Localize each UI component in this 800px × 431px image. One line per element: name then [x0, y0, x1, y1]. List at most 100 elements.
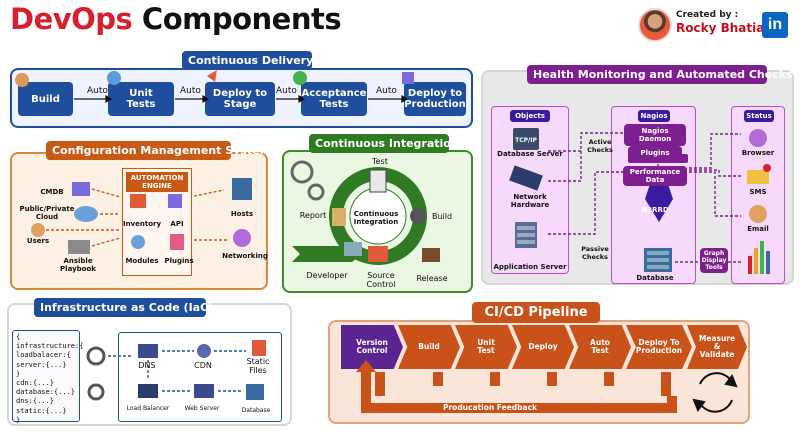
cdn-label: CDN	[194, 361, 212, 370]
networking-label: Networking	[222, 252, 268, 260]
inventory-label: Inventory	[122, 220, 162, 228]
cicd-stage-label: Version Control	[356, 337, 388, 355]
static-files-label: Static Files	[246, 357, 270, 375]
plugins-label: Plugins	[164, 257, 194, 265]
modules-label: Modules	[125, 257, 159, 265]
cd-auto-label-2: Auto	[180, 86, 201, 96]
cdn-icon	[197, 344, 211, 358]
config-graphics	[31, 178, 252, 254]
web-server-icon	[194, 384, 214, 398]
avatar	[638, 8, 672, 42]
cloud-label: Public/Private Cloud	[19, 205, 75, 221]
plugins-icon	[170, 234, 184, 250]
iac-database-label: Database	[241, 407, 271, 414]
cmdb-label: CMDB	[40, 188, 64, 196]
cicd-feedback-graphics	[356, 360, 738, 413]
load-balancer-label: Load Balancer	[126, 405, 170, 412]
gear-icon-2	[87, 383, 105, 401]
cicd-stage-label: Measure & Validate	[698, 333, 736, 360]
cicd-stage-label: Unit Test	[477, 337, 495, 355]
api-icon	[168, 194, 182, 208]
cicd-stage-deploy-production: Deploy To Production	[626, 325, 692, 369]
browser-label: Browser	[741, 149, 775, 157]
load-balancer-icon	[138, 384, 158, 398]
iac-graphics	[86, 340, 266, 401]
cd-step-label: Build	[31, 93, 60, 105]
feedback-loop-path	[361, 370, 677, 413]
sms-label: SMS	[749, 188, 767, 196]
hosts-icon	[232, 178, 252, 200]
database-server-label: Database Server	[497, 150, 563, 158]
static-files-icon	[252, 340, 266, 356]
cicd-stage-build: Build	[398, 325, 460, 369]
ci-release-label: Release	[416, 274, 448, 283]
status-header: Status	[744, 110, 774, 122]
cloud-icon	[74, 206, 98, 222]
deploy-icon	[402, 72, 414, 84]
ci-title: Continuous Integration	[309, 134, 459, 153]
cicd-title: CI/CD Pipeline	[472, 302, 600, 323]
cd-step-acceptance-tests: Acceptance Tests	[301, 82, 367, 116]
performance-data-box: Performance Data	[623, 166, 687, 186]
feedback-label: Producation Feedback	[442, 403, 538, 412]
config-management-title: Configuration Management System	[46, 141, 271, 160]
cd-step-label: Deploy to Production	[404, 88, 466, 110]
cicd-stage-measure-validate: Measure & Validate	[687, 325, 747, 369]
cd-step-unit-tests: Unit Tests	[108, 82, 174, 116]
title-components: Components	[132, 2, 342, 36]
nagios-daemon-box: Nagios Daemon	[624, 124, 686, 146]
chart-bar-icon	[748, 256, 752, 274]
health-monitoring-title: Health Monitoring and Automated Checks	[527, 65, 793, 84]
ci-report-label: Report	[299, 211, 327, 220]
cd-arrows	[15, 70, 414, 104]
feedback-arrow-head	[356, 360, 376, 372]
network-hardware-label: Network Hardware	[510, 193, 550, 209]
ci-graphics	[290, 160, 440, 265]
created-by-label: Created by :	[676, 10, 739, 20]
ci-developer-label: Developer	[306, 271, 348, 280]
page-title: DevOps Components	[10, 2, 342, 36]
n2rrd-icon	[645, 181, 673, 222]
cicd-stage-label: Deploy To Production	[635, 337, 683, 355]
networking-icon	[233, 229, 251, 247]
email-icon	[749, 205, 767, 223]
report-icon	[332, 208, 346, 226]
cicd-stage-label: Deploy	[528, 341, 558, 351]
browser-icon	[749, 129, 767, 147]
rocket-icon	[207, 70, 217, 82]
cd-auto-label-4: Auto	[376, 86, 397, 96]
ci-source-control-label: Source Control	[366, 271, 396, 289]
cd-step-label: Acceptance Tests	[301, 88, 367, 110]
cicd-stage-label: Build	[418, 341, 440, 351]
iac-title: Infrastructure as Code (IaC)	[34, 298, 213, 317]
linkedin-icon[interactable]: in	[762, 12, 788, 38]
gear-icon	[86, 346, 106, 366]
ci-test-label: Test	[372, 157, 388, 166]
automation-engine-header: AUTOMATION ENGINE	[126, 172, 188, 192]
cicd-stage-label: Auto Test	[590, 337, 610, 355]
nagios-header: Nagios	[638, 110, 670, 122]
cd-step-deploy-production: Deploy to Production	[404, 82, 466, 116]
network-hardware-icon	[509, 165, 543, 191]
cd-auto-label-1: Auto	[87, 86, 108, 96]
gear-icon	[290, 160, 314, 184]
sms-icon	[747, 170, 769, 184]
dns-label: DNS	[138, 361, 156, 370]
title-devops: DevOps	[10, 2, 133, 36]
ci-center-label: Continuous Integration	[353, 210, 399, 226]
database-icon	[246, 384, 264, 400]
ansible-playbook-label: Ansible Playbook	[60, 257, 96, 273]
cicd-stage-unit-test: Unit Test	[455, 325, 517, 369]
passive-checks-label: Passive Checks	[581, 245, 609, 261]
developer-icon	[344, 242, 362, 256]
cd-step-label: Unit Tests	[126, 88, 156, 110]
tcpip-label: TCP/IP	[515, 137, 537, 144]
n2rrd-label: N2RRD	[641, 206, 669, 214]
ci-build-label: Build	[431, 212, 453, 221]
application-server-label: Application Server	[493, 263, 567, 271]
cd-step-deploy-stage: Deploy to Stage	[205, 82, 275, 116]
checkmark-icon	[293, 71, 307, 85]
playbook-icon	[68, 240, 90, 254]
modules-icon	[131, 235, 145, 249]
database-server-icon	[513, 128, 539, 150]
